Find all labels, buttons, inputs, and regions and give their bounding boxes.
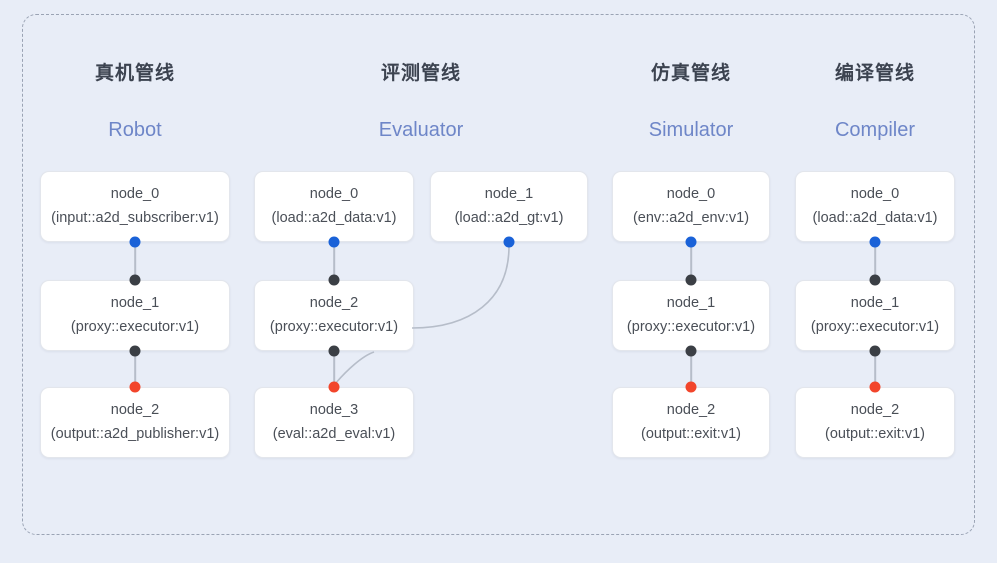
column-title-cn-robot: 真机管线 [94, 63, 176, 84]
node-type: (env::a2d_env:v1) [632, 210, 750, 226]
node-evaluator-3[interactable]: node_3 (eval::a2d_eval:v1) [254, 387, 414, 458]
node-name: node_2 [850, 401, 900, 418]
node-simulator-1[interactable]: node_1 (proxy::executor:v1) [612, 280, 770, 351]
node-name: node_2 [309, 294, 359, 311]
node-type: (proxy::executor:v1) [810, 319, 940, 335]
column-header-robot: 真机管线 Robot [95, 64, 175, 140]
node-simulator-0[interactable]: node_0 (env::a2d_env:v1) [612, 171, 770, 242]
node-type: (load::a2d_data:v1) [812, 210, 938, 226]
node-type: (load::a2d_gt:v1) [454, 210, 564, 226]
node-name: node_0 [666, 185, 716, 202]
link-simulator-1-2 [690, 351, 692, 388]
node-robot-0[interactable]: node_0 (input::a2d_subscriber:v1) [40, 171, 230, 242]
link-robot-1-2 [134, 351, 136, 388]
node-evaluator-gt[interactable]: node_1 (load::a2d_gt:v1) [430, 171, 588, 242]
node-type: (proxy::executor:v1) [626, 319, 756, 335]
port-in-compiler-2[interactable] [869, 381, 881, 393]
port-out-robot-1[interactable] [129, 345, 141, 357]
node-name: node_1 [110, 294, 160, 311]
node-type: (input::a2d_subscriber:v1) [51, 210, 219, 226]
column-header-evaluator: 评测管线 Evaluator [379, 64, 464, 140]
node-type: (load::a2d_data:v1) [271, 210, 397, 226]
node-evaluator-0[interactable]: node_0 (load::a2d_data:v1) [254, 171, 414, 242]
node-name: node_1 [850, 294, 900, 311]
node-simulator-2[interactable]: node_2 (output::exit:v1) [612, 387, 770, 458]
node-robot-2[interactable]: node_2 (output::a2d_publisher:v1) [40, 387, 230, 458]
node-type: (proxy::executor:v1) [269, 319, 399, 335]
column-title-cn-compiler: 编译管线 [834, 63, 915, 84]
node-type: (output::a2d_publisher:v1) [50, 426, 220, 442]
column-header-compiler: 编译管线 Compiler [835, 64, 915, 140]
column-title-en-compiler: Compiler [834, 119, 916, 141]
node-type: (output::exit:v1) [825, 426, 925, 442]
node-name: node_2 [666, 401, 716, 418]
edge-executor-to-eval [334, 351, 375, 385]
port-out-compiler-1[interactable] [869, 345, 881, 357]
node-evaluator-2[interactable]: node_2 (proxy::executor:v1) [254, 280, 414, 351]
node-compiler-0[interactable]: node_0 (load::a2d_data:v1) [795, 171, 955, 242]
link-compiler-1-2 [874, 351, 876, 388]
node-compiler-2[interactable]: node_2 (output::exit:v1) [795, 387, 955, 458]
column-title-cn-simulator: 仿真管线 [650, 63, 732, 84]
column-title-en-evaluator: Evaluator [378, 119, 464, 141]
node-name: node_1 [484, 185, 534, 202]
column-header-simulator: 仿真管线 Simulator [649, 64, 733, 140]
port-out-evaluator-2[interactable] [328, 345, 340, 357]
port-out-simulator-1[interactable] [685, 345, 697, 357]
column-title-cn-evaluator: 评测管线 [380, 63, 461, 84]
node-name: node_3 [309, 401, 359, 418]
node-type: (output::exit:v1) [641, 426, 741, 442]
port-in-evaluator-3[interactable] [328, 381, 340, 393]
port-out-compiler-0[interactable] [869, 236, 881, 248]
column-title-en-robot: Robot [108, 119, 162, 141]
port-in-robot-1[interactable] [129, 274, 141, 286]
port-out-simulator-0[interactable] [685, 236, 697, 248]
link-compiler-0-1 [874, 242, 876, 280]
column-title-en-simulator: Simulator [648, 119, 734, 141]
link-evaluator-2-3 [333, 351, 335, 388]
port-in-compiler-1[interactable] [869, 274, 881, 286]
node-name: node_2 [110, 401, 160, 418]
port-out-evaluator-0[interactable] [328, 236, 340, 248]
node-compiler-1[interactable]: node_1 (proxy::executor:v1) [795, 280, 955, 351]
port-in-robot-2[interactable] [129, 381, 141, 393]
port-in-evaluator-2[interactable] [328, 274, 340, 286]
node-name: node_0 [850, 185, 900, 202]
port-out-evaluator-gt[interactable] [503, 236, 515, 248]
link-robot-0-1 [134, 242, 136, 280]
node-type: (proxy::executor:v1) [70, 319, 200, 335]
port-in-simulator-2[interactable] [685, 381, 697, 393]
node-name: node_1 [666, 294, 716, 311]
edge-gt-to-executor [411, 245, 510, 329]
port-out-robot-0[interactable] [129, 236, 141, 248]
node-robot-1[interactable]: node_1 (proxy::executor:v1) [40, 280, 230, 351]
node-name: node_0 [309, 185, 359, 202]
link-evaluator-0-2 [333, 242, 335, 280]
node-type: (eval::a2d_eval:v1) [272, 426, 396, 442]
node-name: node_0 [110, 185, 160, 202]
link-simulator-0-1 [690, 242, 692, 280]
port-in-simulator-1[interactable] [685, 274, 697, 286]
